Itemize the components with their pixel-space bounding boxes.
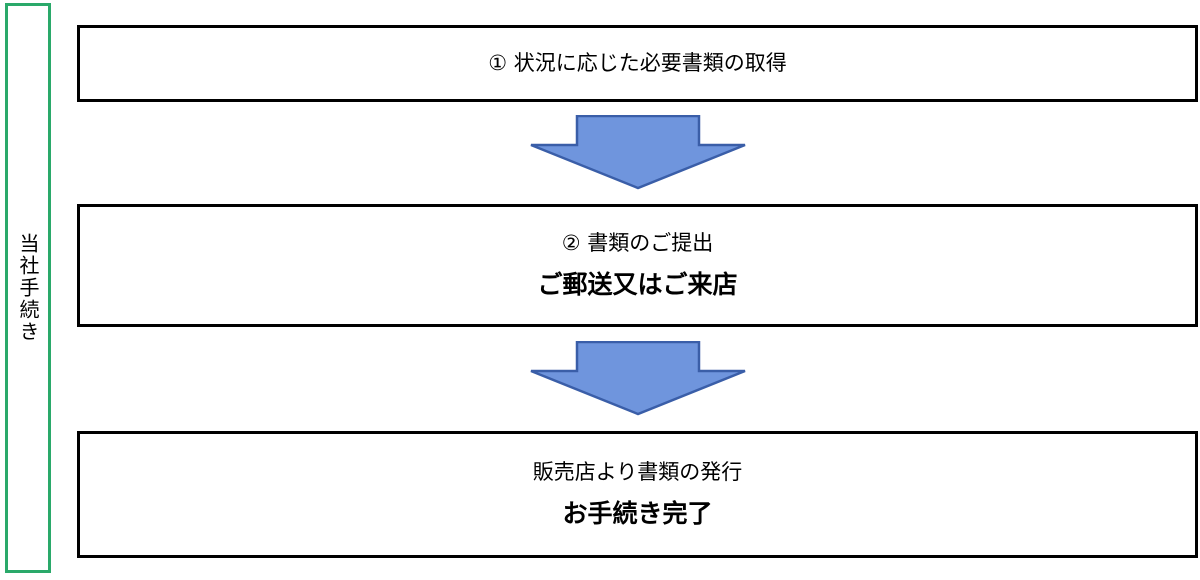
- side-label: 当社手続き: [16, 233, 40, 343]
- down-arrow-icon: [530, 341, 746, 416]
- down-arrow-icon: [530, 115, 746, 190]
- step-2-subtitle: ご郵送又はご来店: [537, 270, 738, 300]
- step-box-1: ① 状況に応じた必要書類の取得: [77, 25, 1198, 102]
- step-3-subtitle: お手続き完了: [562, 499, 713, 529]
- step-2-title: ② 書類のご提出: [561, 230, 714, 255]
- step-box-3: 販売店より書類の発行 お手続き完了: [77, 431, 1198, 558]
- side-bracket: 当社手続き: [5, 3, 51, 573]
- step-1-title: ① 状況に応じた必要書類の取得: [488, 50, 787, 75]
- step-box-2: ② 書類のご提出 ご郵送又はご来店: [77, 204, 1198, 327]
- step-3-title: 販売店より書類の発行: [532, 459, 743, 484]
